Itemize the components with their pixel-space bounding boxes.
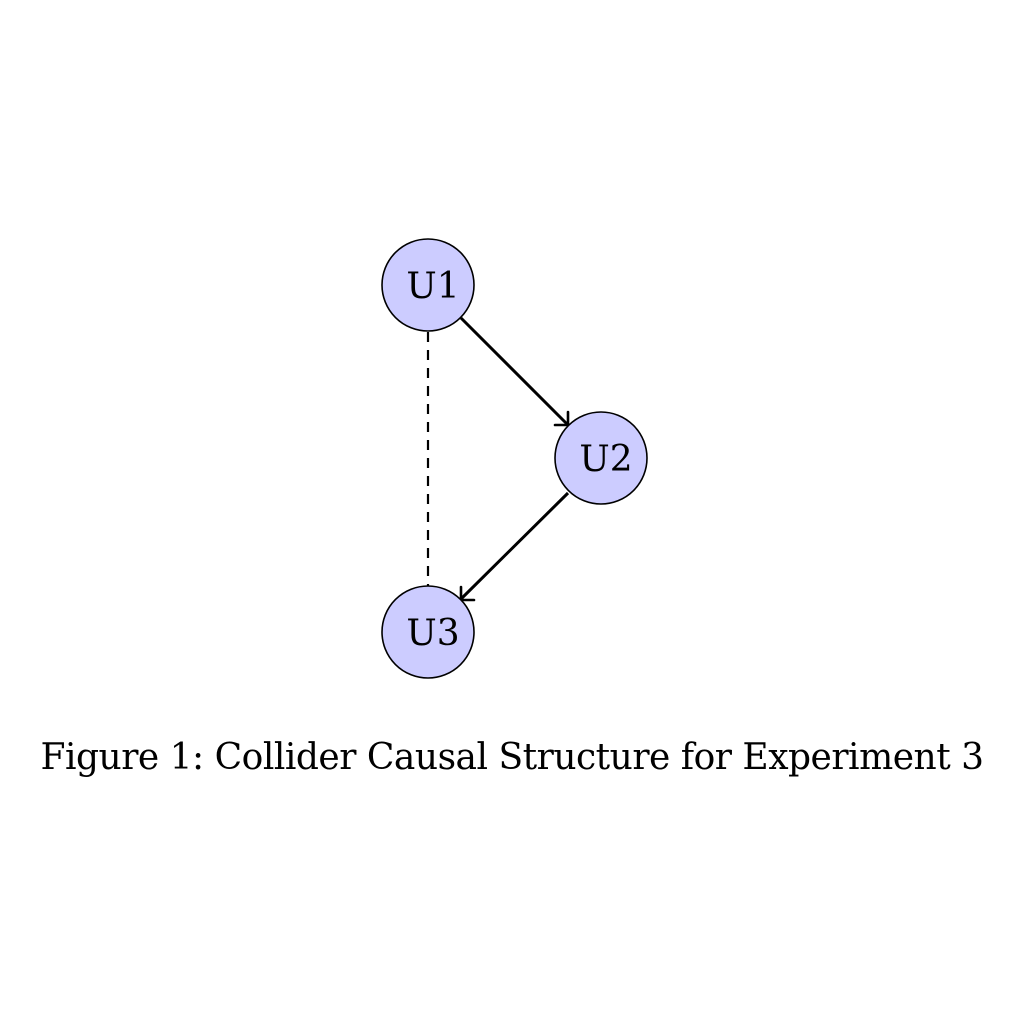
node-u2-circle — [554, 411, 648, 505]
edge-u2-u3 — [459, 491, 570, 601]
node-u1-circle — [381, 238, 475, 332]
node-u3-label: U3 — [406, 613, 459, 654]
node-u1-label: U1 — [406, 266, 459, 307]
figure-caption: Figure 1: Collider Causal Structure for … — [40, 737, 984, 778]
node-u1: U1 — [381, 238, 475, 332]
node-u3-circle — [381, 585, 475, 679]
node-u2-label: U2 — [579, 439, 632, 480]
node-u2: U2 — [554, 411, 648, 505]
edge-u1-u2 — [459, 316, 569, 426]
node-u3: U3 — [381, 585, 475, 679]
